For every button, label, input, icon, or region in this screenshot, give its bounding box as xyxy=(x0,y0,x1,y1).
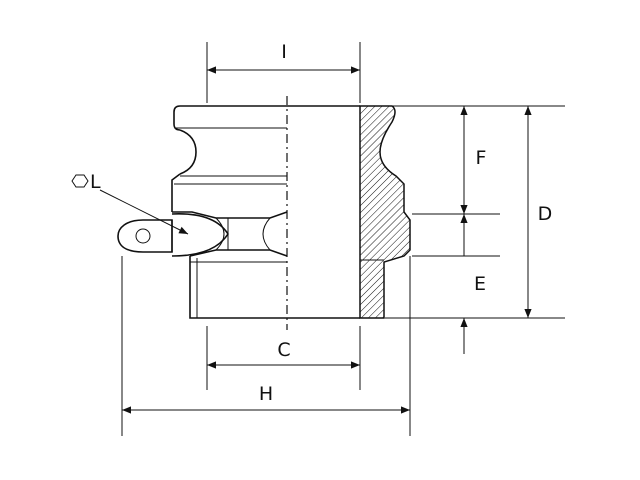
fitting-section xyxy=(287,105,411,319)
dim-label-c: C xyxy=(277,339,290,361)
dim-label-d: D xyxy=(538,203,553,225)
cam-arm xyxy=(117,213,229,257)
dim-label-f: F xyxy=(476,147,487,169)
dim-label-l: L xyxy=(90,171,101,193)
hexagon-icon xyxy=(71,174,89,188)
dim-label-e: E xyxy=(474,273,486,295)
dim-label-i: I xyxy=(281,41,287,63)
extension-lines xyxy=(121,42,565,436)
fitting-outline xyxy=(171,105,288,319)
dimension-lines xyxy=(99,66,532,414)
dim-label-h: H xyxy=(259,383,273,405)
